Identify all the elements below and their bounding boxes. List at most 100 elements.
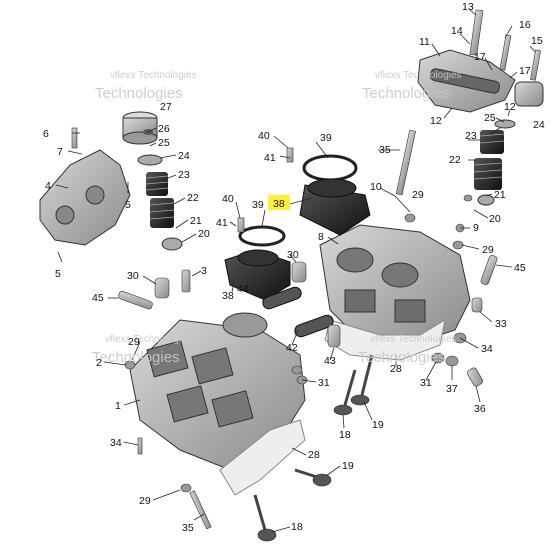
camshaft-carrier-left	[39, 149, 131, 246]
leader-lines	[55, 9, 536, 533]
callout-25-a[interactable]: 25	[158, 137, 170, 149]
callout-23-b[interactable]: 23	[465, 130, 477, 142]
callout-29-d[interactable]: 29	[139, 495, 151, 507]
callout-39-a[interactable]: 39	[320, 132, 332, 144]
callout-44[interactable]: 44	[237, 283, 249, 295]
callout-28-a[interactable]: 28	[390, 363, 402, 375]
callout-15[interactable]: 15	[531, 35, 543, 47]
callout-30-b[interactable]: 30	[287, 249, 299, 261]
callout-4[interactable]: 4	[45, 180, 51, 192]
spring-seat-left	[161, 237, 183, 251]
callout-31-b[interactable]: 31	[420, 377, 432, 389]
callout-40-a[interactable]: 40	[258, 130, 270, 142]
callout-43[interactable]: 43	[324, 355, 336, 367]
callout-29-c[interactable]: 29	[128, 336, 140, 348]
callout-20-a[interactable]: 20	[198, 228, 210, 240]
bolt-15	[530, 49, 541, 81]
callout-26[interactable]: 26	[158, 123, 170, 135]
cylinder-head-upper	[319, 224, 471, 346]
callout-36[interactable]: 36	[474, 403, 486, 415]
callout-5-a[interactable]: 5	[125, 199, 131, 211]
watermark-text-3: vflexs Technologies	[375, 70, 462, 81]
callout-17-a[interactable]: 17	[474, 51, 486, 63]
callout-25-b[interactable]: 25	[484, 112, 496, 124]
callout-34-b[interactable]: 34	[110, 437, 122, 449]
callout-40-b[interactable]: 40	[222, 193, 234, 205]
intake-adapter-upper	[299, 178, 371, 236]
callout-33[interactable]: 33	[495, 318, 507, 330]
bolt-35-upper	[395, 129, 416, 196]
callout-23-a[interactable]: 23	[178, 169, 190, 181]
callout-19-a[interactable]: 19	[372, 419, 384, 431]
callout-34-a[interactable]: 34	[481, 343, 493, 355]
callout-10[interactable]: 10	[370, 181, 382, 193]
callout-14[interactable]: 14	[451, 25, 463, 37]
callout-21-b[interactable]: 21	[494, 189, 506, 201]
plug-45b	[480, 255, 498, 285]
bolt-40b	[237, 217, 245, 233]
callout-7[interactable]: 7	[57, 146, 63, 158]
exhaust-gasket-b	[294, 314, 334, 338]
callout-labels: 13 14 16 15 11 17 17 12 12 27 6 7 26 25 …	[43, 1, 545, 534]
watermark-text-5: vflexs Technologies	[105, 334, 192, 345]
spring-seat-right	[477, 194, 495, 206]
callout-9[interactable]: 9	[473, 222, 479, 234]
callout-45-a[interactable]: 45	[514, 262, 526, 274]
callout-21-a[interactable]: 21	[190, 215, 202, 227]
callout-8[interactable]: 8	[318, 231, 324, 243]
valve-springs-right	[473, 130, 505, 190]
callout-31-a[interactable]: 31	[318, 377, 330, 389]
highlight-box-38	[268, 195, 290, 210]
callout-38-a[interactable]: 38	[273, 198, 285, 210]
callout-39-b[interactable]: 39	[252, 199, 264, 211]
callout-42[interactable]: 42	[286, 342, 298, 354]
watermark-text-8: Technologies	[358, 349, 446, 366]
callout-6[interactable]: 6	[43, 128, 49, 140]
callout-17-b[interactable]: 17	[519, 65, 531, 77]
callout-29-b[interactable]: 29	[482, 244, 494, 256]
fitting-33	[471, 297, 483, 313]
callout-1[interactable]: 1	[115, 400, 121, 412]
callout-19-b[interactable]: 19	[342, 460, 354, 472]
callout-18-a[interactable]: 18	[339, 429, 351, 441]
callout-22-a[interactable]: 22	[187, 192, 199, 204]
callout-22-b[interactable]: 22	[449, 154, 461, 166]
callout-12-a[interactable]: 12	[430, 115, 442, 127]
callout-16[interactable]: 16	[519, 19, 531, 31]
guide-3	[181, 269, 191, 293]
exhaust-gasket-a	[262, 286, 302, 310]
watermark-text-6: Technologies	[92, 349, 180, 366]
spring-retainer-right	[494, 119, 516, 129]
callout-27[interactable]: 27	[160, 101, 172, 113]
callout-2[interactable]: 2	[96, 357, 102, 369]
guide-43	[327, 324, 341, 348]
bolt-40	[286, 147, 294, 163]
guide-30a	[154, 277, 170, 299]
callout-37[interactable]: 37	[446, 383, 458, 395]
spring-retainer-left	[137, 154, 163, 166]
callout-41-b[interactable]: 41	[216, 217, 228, 229]
callout-12-b[interactable]: 12	[504, 101, 516, 113]
callout-18-b[interactable]: 18	[291, 521, 303, 533]
callout-28-b[interactable]: 28	[308, 449, 320, 461]
callout-35-a[interactable]: 35	[379, 144, 391, 156]
callout-38-b[interactable]: 38	[222, 290, 234, 302]
callout-11[interactable]: 11	[419, 36, 430, 48]
callout-30-a[interactable]: 30	[127, 270, 139, 282]
washers	[124, 194, 473, 493]
callout-13[interactable]: 13	[462, 1, 474, 13]
intake-clamp-lower	[238, 225, 286, 247]
callout-41-a[interactable]: 41	[264, 152, 276, 164]
callout-35-b[interactable]: 35	[182, 522, 194, 534]
sensor-36	[466, 367, 484, 387]
callout-24-a[interactable]: 24	[178, 150, 190, 162]
callout-5-b[interactable]: 5	[55, 268, 61, 280]
callout-45-b[interactable]: 45	[92, 292, 104, 304]
callout-24-b[interactable]: 24	[533, 119, 545, 131]
callout-20-b[interactable]: 20	[489, 213, 501, 225]
intake-clamp-upper	[302, 154, 358, 182]
callout-3[interactable]: 3	[201, 265, 207, 277]
callout-29-a[interactable]: 29	[412, 189, 424, 201]
camshaft-carrier-right	[417, 49, 516, 113]
watermark: vflexs Technologies Technologies vflexs …	[92, 70, 462, 366]
